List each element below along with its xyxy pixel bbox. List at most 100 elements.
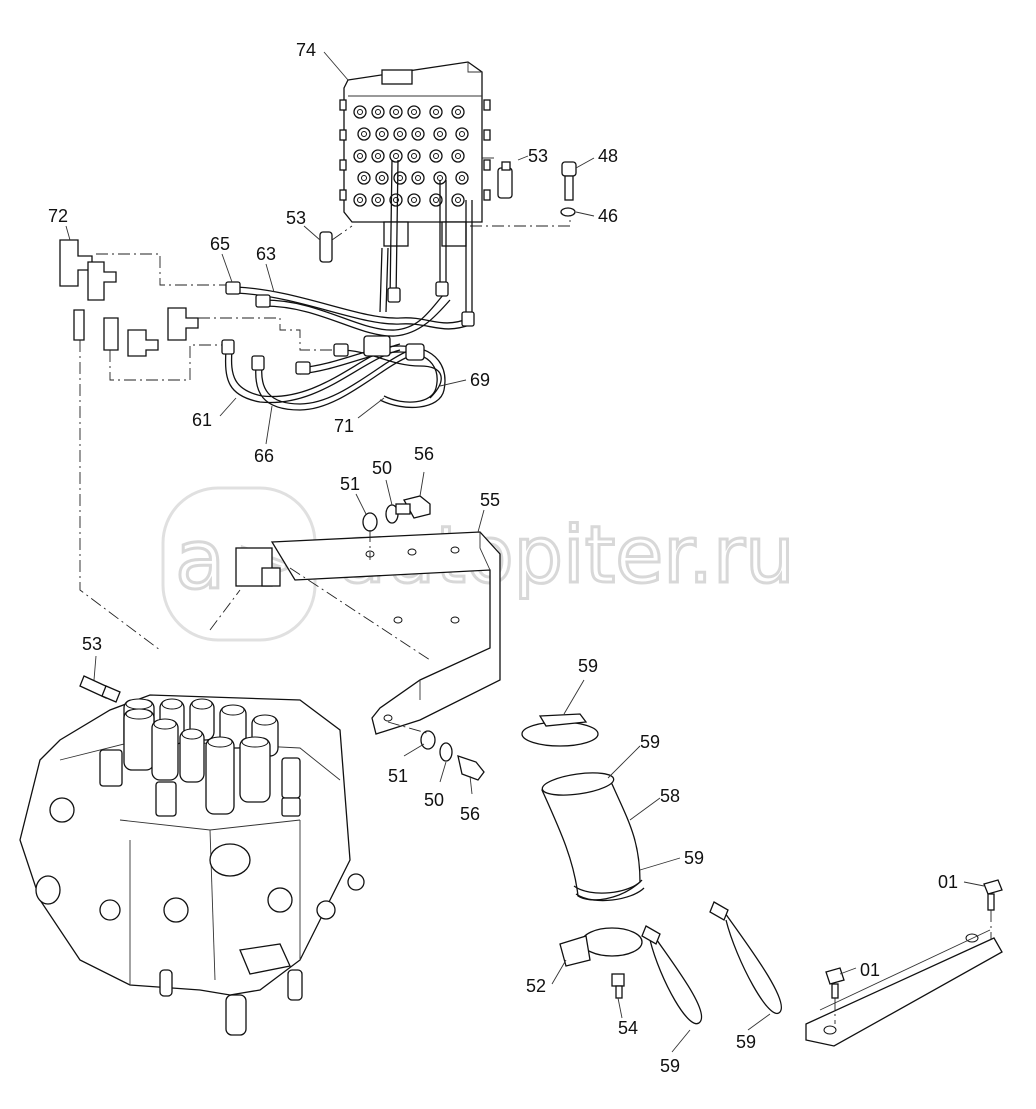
bolt-48	[561, 161, 577, 201]
spool-cap-top	[153, 718, 177, 730]
port-hole	[437, 175, 443, 181]
callout-51-top: 51	[340, 474, 360, 494]
spool-cap-top	[241, 736, 269, 748]
callout-72: 72	[48, 206, 68, 226]
callout-48: 48	[598, 146, 618, 166]
callout-59-b: 59	[640, 732, 660, 752]
callout-53-left: 53	[286, 208, 306, 228]
port-hole	[357, 197, 363, 203]
callout-50-top: 50	[372, 458, 392, 478]
callout-58: 58	[660, 786, 680, 806]
side-plug	[483, 99, 491, 111]
spool-cap-top	[161, 698, 183, 710]
port-hole	[455, 197, 461, 203]
bolt-01-left	[825, 967, 845, 1024]
port-hole	[455, 109, 461, 115]
fitting-53-right	[482, 157, 513, 199]
spool-cap	[205, 737, 235, 815]
port-hole	[433, 197, 439, 203]
fitting-53-valve	[79, 675, 121, 703]
callout-56-bot: 56	[460, 804, 480, 824]
port-hole	[361, 175, 367, 181]
side-plug	[483, 189, 491, 201]
port-hole	[459, 175, 465, 181]
callout-46: 46	[598, 206, 618, 226]
washer-46	[560, 207, 576, 217]
port-hole	[375, 109, 381, 115]
spool-cap-top	[125, 708, 153, 720]
callout-52: 52	[526, 976, 546, 996]
leader-lines	[65, 51, 985, 1053]
spool-cap	[239, 737, 271, 803]
callout-59-d: 59	[660, 1056, 680, 1076]
pilot-valve-block	[339, 61, 491, 247]
callout-01-a: 01	[938, 872, 958, 892]
port-hole	[415, 175, 421, 181]
spool-cap-top	[181, 728, 203, 740]
port-hole	[433, 153, 439, 159]
port-hole	[375, 197, 381, 203]
callout-61: 61	[192, 410, 212, 430]
callout-53-top: 53	[528, 146, 548, 166]
cable-tie-59-a	[641, 925, 703, 1025]
svg-text:a: a	[175, 513, 225, 608]
port-hole	[411, 197, 417, 203]
port-hole	[379, 175, 385, 181]
port-hole	[361, 131, 367, 137]
clamp-59-top	[521, 713, 599, 747]
port-hole	[411, 153, 417, 159]
callout-65: 65	[210, 234, 230, 254]
port-hole	[393, 109, 399, 115]
port-hole	[437, 131, 443, 137]
port-hole	[397, 131, 403, 137]
side-plug	[339, 129, 347, 141]
port-hole	[433, 109, 439, 115]
hose-58	[541, 772, 645, 902]
port-hole	[411, 109, 417, 115]
callout-74: 74	[296, 40, 316, 60]
spool-cap-top	[221, 704, 245, 716]
callout-59-e: 59	[736, 1032, 756, 1052]
callout-69: 69	[470, 370, 490, 390]
callout-labels: 74 53 48 46 72 65 63 53 69 71 61 66 51 5…	[48, 40, 958, 1076]
cable-tie-59-b	[709, 901, 783, 1015]
callout-56-top: 56	[414, 444, 434, 464]
callout-71: 71	[334, 416, 354, 436]
port-hole	[357, 109, 363, 115]
callout-59-a: 59	[578, 656, 598, 676]
port-hole	[357, 153, 363, 159]
side-plug	[339, 99, 347, 111]
spool-cap-top	[253, 714, 277, 726]
port-hole	[455, 153, 461, 159]
port-hole	[375, 153, 381, 159]
callout-50-bot: 50	[424, 790, 444, 810]
port-hole	[415, 131, 421, 137]
spool-cap-top	[207, 736, 233, 748]
fastener-set-upper	[362, 495, 431, 560]
side-plug	[339, 159, 347, 171]
port-hole	[393, 153, 399, 159]
side-plug	[483, 159, 491, 171]
callout-54: 54	[618, 1018, 638, 1038]
control-valve-body	[19, 694, 365, 1036]
callout-63: 63	[256, 244, 276, 264]
spool-cap-top	[191, 698, 213, 710]
elbow-fittings	[59, 239, 199, 357]
callout-55: 55	[480, 490, 500, 510]
mounting-plate	[805, 929, 1003, 1047]
callout-66: 66	[254, 446, 274, 466]
port-hole	[459, 131, 465, 137]
bolt-01-right	[983, 879, 1003, 940]
side-plug	[483, 129, 491, 141]
callout-51-bot: 51	[388, 766, 408, 786]
fastener-set-lower	[387, 721, 485, 781]
side-plug	[339, 189, 347, 201]
fitting-53-left	[319, 225, 353, 263]
hose-assembly	[79, 159, 475, 651]
clamp-52	[559, 927, 643, 999]
callout-53-valve: 53	[82, 634, 102, 654]
mounting-bracket-55	[209, 531, 501, 735]
callout-01-b: 01	[860, 960, 880, 980]
callout-59-c: 59	[684, 848, 704, 868]
